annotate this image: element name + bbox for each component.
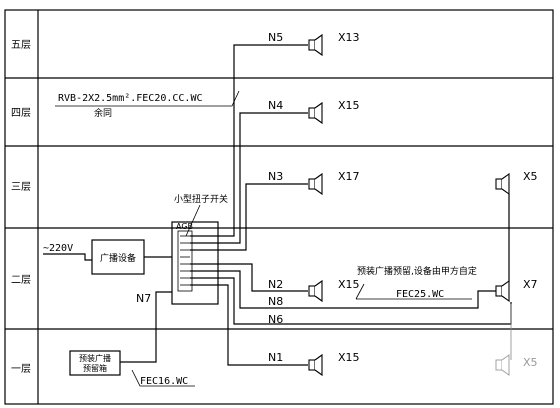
cable-spec-leader <box>55 90 240 107</box>
circuit-n3-line <box>190 183 308 251</box>
circuit-n4-line <box>190 112 308 244</box>
circuit-n5-label: N5 <box>268 31 283 44</box>
circuit-n5-line <box>190 44 308 237</box>
circuit-n8-label: N8 <box>268 295 283 308</box>
circuit-n1-count: X15 <box>338 351 360 364</box>
floor-label-5: 五层 <box>11 39 31 51</box>
speaker-2f-right-count: X7 <box>523 278 538 291</box>
reserved-note: 预装广播预留,设备由甲方自定 <box>357 265 477 277</box>
speaker-3f-right-count: X5 <box>523 170 538 183</box>
agb-label: AGB <box>176 222 193 231</box>
reserved-box-label-line1: 预装广播 <box>79 353 111 363</box>
agb-cabinet <box>171 221 219 305</box>
circuit-n4-count: X15 <box>338 99 360 112</box>
speaker-3f-right-icon <box>495 173 510 195</box>
floor-label-2: 二层 <box>11 274 31 286</box>
small-switch-label: 小型扭子开关 <box>174 193 228 205</box>
floor-label-3: 三层 <box>11 181 31 193</box>
floor-label-4: 四层 <box>11 107 31 119</box>
power-input-label: ~220V <box>43 243 73 254</box>
circuit-n6-label: N6 <box>268 313 283 326</box>
speaker-n2-icon <box>308 280 323 302</box>
circuit-n5-count: X13 <box>338 31 360 44</box>
fec16-label: FEC16.WC <box>140 376 188 387</box>
fec25-tick <box>355 283 365 300</box>
circuit-n7-label: N7 <box>136 292 151 305</box>
speaker-2f-right-icon <box>495 280 510 302</box>
small-switch-leader <box>185 204 201 237</box>
circuit-n3-label: N3 <box>268 170 283 183</box>
circuit-n2-count: X15 <box>338 278 360 291</box>
fec16-leader <box>131 369 195 387</box>
cable-spec-line2: 余同 <box>94 107 112 119</box>
switch-bank <box>177 230 193 292</box>
speaker-n1-icon <box>308 354 323 376</box>
reserved-box-label-line2: 预留箱 <box>83 363 107 373</box>
speaker-n4-icon <box>308 102 323 124</box>
speaker-1f-right-icon <box>495 354 510 376</box>
broadcast-equipment-label: 广播设备 <box>100 252 136 264</box>
reserved-broadcast-box <box>69 350 121 376</box>
floor-grid <box>4 9 554 405</box>
circuit-n2-line <box>190 263 308 292</box>
switch-contacts <box>180 235 190 286</box>
circuit-n7-line <box>120 291 172 363</box>
circuit-n2-label: N2 <box>268 278 283 291</box>
power-input-line <box>43 253 92 261</box>
speaker-n3-icon <box>308 173 323 195</box>
circuit-n8-line <box>190 270 496 309</box>
circuit-n4-label: N4 <box>268 99 283 112</box>
circuit-n3-count: X17 <box>338 170 360 183</box>
speaker-n5-icon <box>308 34 323 56</box>
circuit-n1-label: N1 <box>268 351 283 364</box>
cable-spec-line1: RVB-2X2.5mm².FEC20.CC.WC <box>58 93 203 104</box>
circuit-n1-line <box>190 284 308 366</box>
fec25-label: FEC25.WC <box>396 289 444 300</box>
floor-label-1: 一层 <box>11 363 31 375</box>
speaker-1f-right-count: X5 <box>523 356 538 369</box>
